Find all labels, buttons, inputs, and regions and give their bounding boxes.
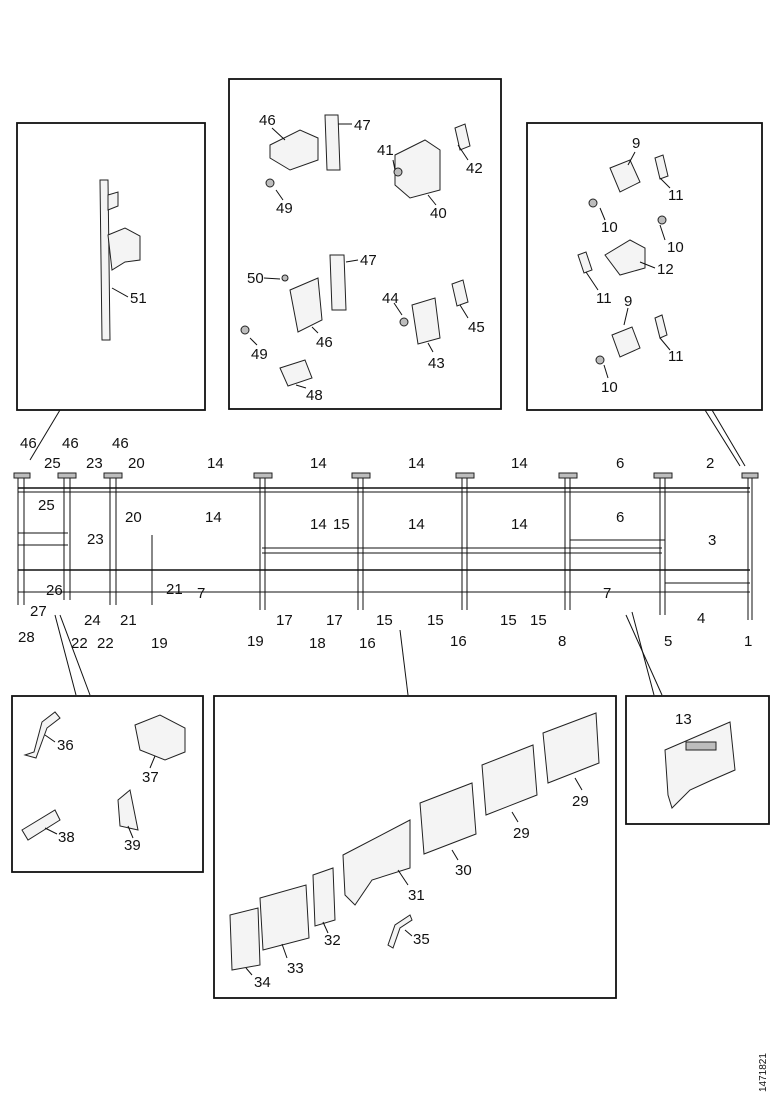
label-33: 33 <box>287 960 304 977</box>
frame-label-6-b: 6 <box>616 509 624 526</box>
label-9-top: 9 <box>632 135 640 152</box>
label-38: 38 <box>58 829 75 846</box>
label-50: 50 <box>247 270 264 287</box>
frame-label-15-d: 15 <box>500 612 517 629</box>
frame-label-24: 24 <box>84 612 101 629</box>
detail-box-51: 51 <box>16 122 206 461</box>
frame-labels-bottom: 28 22 22 19 19 18 16 16 8 5 1 <box>18 629 752 652</box>
frame-label-20-b: 20 <box>125 509 142 526</box>
frame-label-46-b: 46 <box>62 435 79 452</box>
label-9-bottom: 9 <box>624 293 632 310</box>
frame-labels-lower: 24 21 17 17 15 15 15 15 4 27 <box>30 603 705 629</box>
detail-box-13: 13 <box>625 695 770 825</box>
label-10-left: 10 <box>601 219 618 236</box>
frame-label-14-d: 14 <box>511 455 528 472</box>
label-42: 42 <box>466 160 483 177</box>
label-11-mid: 11 <box>596 290 612 307</box>
frame-label-21-b: 21 <box>120 612 137 629</box>
frame-label-16-b: 16 <box>450 633 467 650</box>
label-35: 35 <box>413 931 430 948</box>
label-41: 41 <box>377 142 394 159</box>
label-30: 30 <box>455 862 472 879</box>
frame-label-15-b: 15 <box>376 612 393 629</box>
label-29-right: 29 <box>572 793 589 810</box>
frame-label-15-a: 15 <box>333 516 350 533</box>
main-frame-assembly: 46 25 46 23 46 20 14 14 14 14 6 2 25 20 … <box>13 435 759 696</box>
detail-box-brackets: 46 47 41 42 49 40 50 47 44 45 49 46 43 4… <box>228 78 502 410</box>
label-37: 37 <box>142 769 159 786</box>
label-49-bottom: 49 <box>251 346 268 363</box>
detail-box-right: 9 11 10 10 12 11 9 11 10 <box>526 122 763 467</box>
frame-label-7-b: 7 <box>603 585 611 602</box>
frame-label-19-b: 19 <box>247 633 264 650</box>
frame-label-25-a: 25 <box>44 455 61 472</box>
frame-label-46-a: 46 <box>20 435 37 452</box>
frame-label-46-c: 46 <box>112 435 129 452</box>
frame-label-6-a: 6 <box>616 455 624 472</box>
frame-labels-middle: 25 20 14 14 15 14 14 6 3 23 21 7 7 26 <box>38 497 716 602</box>
frame-label-14-e: 14 <box>205 509 222 526</box>
frame-labels-top: 46 25 46 23 46 20 14 14 14 14 6 2 <box>20 435 714 472</box>
frame-label-5: 5 <box>664 633 672 650</box>
frame-label-22-b: 22 <box>97 635 114 652</box>
label-40: 40 <box>430 205 447 222</box>
frame-label-14-f: 14 <box>310 516 327 533</box>
frame-label-7-a: 7 <box>197 585 205 602</box>
frame-label-15-c: 15 <box>427 612 444 629</box>
frame-label-16-a: 16 <box>359 635 376 652</box>
label-43: 43 <box>428 355 445 372</box>
label-51: 51 <box>130 290 147 307</box>
label-44: 44 <box>382 290 399 307</box>
frame-label-4: 4 <box>697 610 705 627</box>
frame-label-8: 8 <box>558 633 566 650</box>
frame-label-14-c: 14 <box>408 455 425 472</box>
frame-label-27: 27 <box>30 603 47 620</box>
label-45: 45 <box>468 319 485 336</box>
frame-label-14-b: 14 <box>310 455 327 472</box>
frame-label-23-a: 23 <box>86 455 103 472</box>
label-11-top: 11 <box>668 187 684 204</box>
frame-label-21-a: 21 <box>166 581 183 598</box>
label-10-bottom: 10 <box>601 379 618 396</box>
label-12: 12 <box>657 261 674 278</box>
label-36: 36 <box>57 737 74 754</box>
label-47-mid: 47 <box>360 252 377 269</box>
frame-label-17-a: 17 <box>276 612 293 629</box>
frame-label-28: 28 <box>18 629 35 646</box>
frame-label-15-e: 15 <box>530 612 547 629</box>
label-11-bottom: 11 <box>668 348 684 365</box>
frame-label-1: 1 <box>744 633 752 650</box>
frame-label-20-a: 20 <box>128 455 145 472</box>
detail-box-panels: 29 29 30 31 32 33 34 35 <box>213 695 617 999</box>
label-46-mid: 46 <box>316 334 333 351</box>
frame-label-26: 26 <box>46 582 63 599</box>
frame-label-19-a: 19 <box>151 635 168 652</box>
label-49-top: 49 <box>276 200 293 217</box>
label-34: 34 <box>254 974 271 991</box>
frame-label-14-a: 14 <box>207 455 224 472</box>
label-47-top: 47 <box>354 117 371 134</box>
label-10-right: 10 <box>667 239 684 256</box>
label-29-mid: 29 <box>513 825 530 842</box>
document-ref: 1471821 <box>758 1053 769 1092</box>
label-13: 13 <box>675 711 692 728</box>
frame-label-3: 3 <box>708 532 716 549</box>
frame-label-14-h: 14 <box>511 516 528 533</box>
frame-label-2: 2 <box>706 455 714 472</box>
frame-label-17-b: 17 <box>326 612 343 629</box>
frame-label-22-a: 22 <box>71 635 88 652</box>
frame-label-25-b: 25 <box>38 497 55 514</box>
label-31: 31 <box>408 887 425 904</box>
detail-box-bottom-left: 36 37 38 39 <box>11 695 204 873</box>
frame-label-14-g: 14 <box>408 516 425 533</box>
label-39: 39 <box>124 837 141 854</box>
label-46-top: 46 <box>259 112 276 129</box>
frame-label-23-b: 23 <box>87 531 104 548</box>
frame-label-18: 18 <box>309 635 326 652</box>
label-32: 32 <box>324 932 341 949</box>
label-48: 48 <box>306 387 323 404</box>
